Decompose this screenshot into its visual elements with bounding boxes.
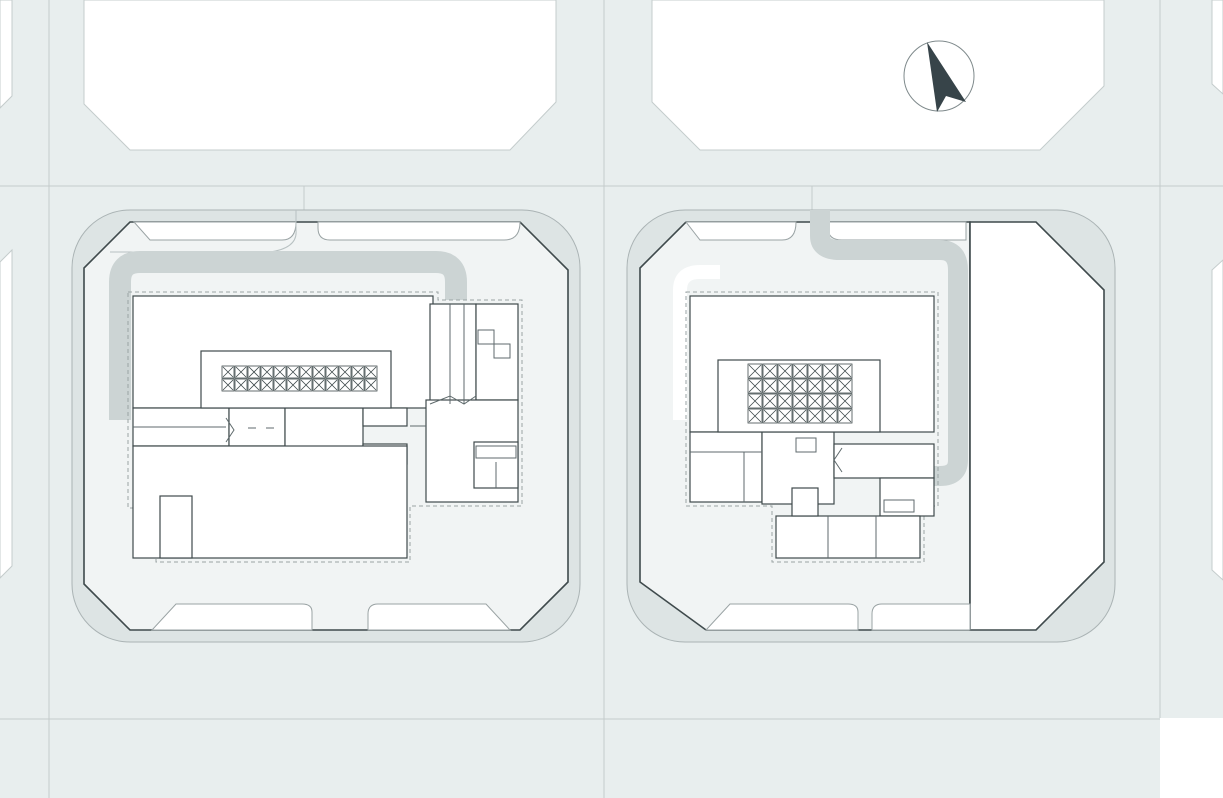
tower-east-core (717, 359, 881, 433)
tower-east-elevator-cross (808, 409, 822, 423)
north-arrow-icon (903, 40, 975, 112)
tower-west-elevator-cross (235, 366, 247, 378)
tower-east-elevator-cross (763, 379, 777, 393)
site-west-island-top-right (317, 221, 521, 241)
tower-west-elevator-cross (313, 366, 325, 378)
tower-west-elevator-cross (274, 379, 286, 391)
tower-east-corridor (833, 443, 935, 479)
tower-west-elevator-cross (326, 379, 338, 391)
tower-east-elevator-cross (838, 379, 852, 393)
site-east-walkway (673, 265, 720, 420)
tower-east-elevator-cross (778, 379, 792, 393)
block-edge-left-top (0, 0, 13, 109)
tower-east-elevator-cross (778, 394, 792, 408)
tower-east-elevator-cross (763, 394, 777, 408)
empty-corner (1160, 718, 1223, 798)
tower-west-core (200, 350, 392, 409)
tower-east-elevator-cross (778, 364, 792, 378)
tower-west-elevator-cross (365, 366, 377, 378)
tower-west-elevator-cross (261, 366, 273, 378)
tower-east-elevator-cross (748, 409, 762, 423)
tower-west-elevator-cross (365, 379, 377, 391)
site-west-ramp-loop (109, 251, 467, 420)
tower-west-elevator-cross (222, 379, 234, 391)
site-west (71, 209, 581, 643)
site-east-island-bottom-left (704, 603, 859, 631)
tower-west-elevator-cross (222, 366, 234, 378)
tower-east-elevator-cross (838, 364, 852, 378)
tower-east-elevator-cross (763, 364, 777, 378)
tower-west-elevator-cross (313, 379, 325, 391)
tower-west-elevator-cross (261, 379, 273, 391)
site-west-island-top-left (132, 221, 297, 241)
block-edge-left-mid (0, 248, 13, 579)
tower-east-elevator-cross (808, 364, 822, 378)
north-arrow-needle (927, 42, 966, 112)
tower-east-elevator-cross (823, 409, 837, 423)
site-east-island-bottom-right (871, 603, 971, 631)
tower-west-elevator-cross (339, 366, 351, 378)
tower-east-elevator-cross (793, 379, 807, 393)
site-east-island-top-left (684, 221, 797, 241)
tower-west-elevator-cross (287, 366, 299, 378)
tower-east-elevator-cross (808, 379, 822, 393)
tower-east-service (879, 477, 935, 517)
tower-west-elevator-cross (287, 379, 299, 391)
tower-east-elevator-cross (793, 409, 807, 423)
tower-west-elevator-cross (300, 379, 312, 391)
tower-east-elevator-cross (793, 394, 807, 408)
tower-east-elevator-cross (808, 394, 822, 408)
tower-west-elevator-cross (339, 379, 351, 391)
site-west-island-bottom-right (367, 603, 512, 631)
tower-west-lobby (228, 407, 286, 447)
tower-west-elevator-cross (235, 379, 247, 391)
block-top-right (651, 0, 1105, 151)
tower-east-elevator-cross (748, 379, 762, 393)
site-east (626, 209, 1116, 643)
tower-west-elevator-cross (274, 366, 286, 378)
tower-west-elevator-cross (326, 366, 338, 378)
tower-west-elevator-cross (248, 379, 260, 391)
tower-east-elevator-cross (763, 409, 777, 423)
tower-east-elevator-cross (793, 364, 807, 378)
tower-east-elevator-cross (778, 409, 792, 423)
tower-west-elevator-cross (300, 366, 312, 378)
tower-east-elevator-cross (823, 394, 837, 408)
block-edge-right-mid (1211, 259, 1223, 581)
tower-west-details (133, 304, 517, 488)
tower-east-elevator-cross (748, 394, 762, 408)
tower-east-elevator-cross (823, 364, 837, 378)
site-east-island-top-right (827, 221, 967, 241)
tower-east-elevator-cross (838, 409, 852, 423)
tower-west-elevator-cross (352, 379, 364, 391)
tower-east-west-room (689, 431, 763, 503)
block-edge-right-top (1211, 0, 1223, 95)
tower-east-elevator-cross (838, 394, 852, 408)
tower-west-elevator-cross (352, 366, 364, 378)
site-west-island-bottom-left (150, 603, 313, 631)
tower-east-podium (775, 515, 921, 559)
site-east-footprint-outline (685, 291, 939, 563)
tower-west-east-wing-top (475, 303, 519, 401)
tower-west-atrium (429, 303, 477, 405)
tower-west-room-b (362, 407, 408, 427)
site-east-annex-lot (969, 221, 1105, 631)
tower-east-stair (791, 487, 819, 517)
tower-east-elevator-cross (823, 379, 837, 393)
site-east-ramp-loop (810, 210, 968, 486)
tower-east-details (690, 437, 915, 558)
tower-east-elevator-cross (748, 364, 762, 378)
tower-west-elevator-cross (248, 366, 260, 378)
block-top-left (83, 0, 557, 151)
tower-west-stair-block (159, 495, 193, 559)
